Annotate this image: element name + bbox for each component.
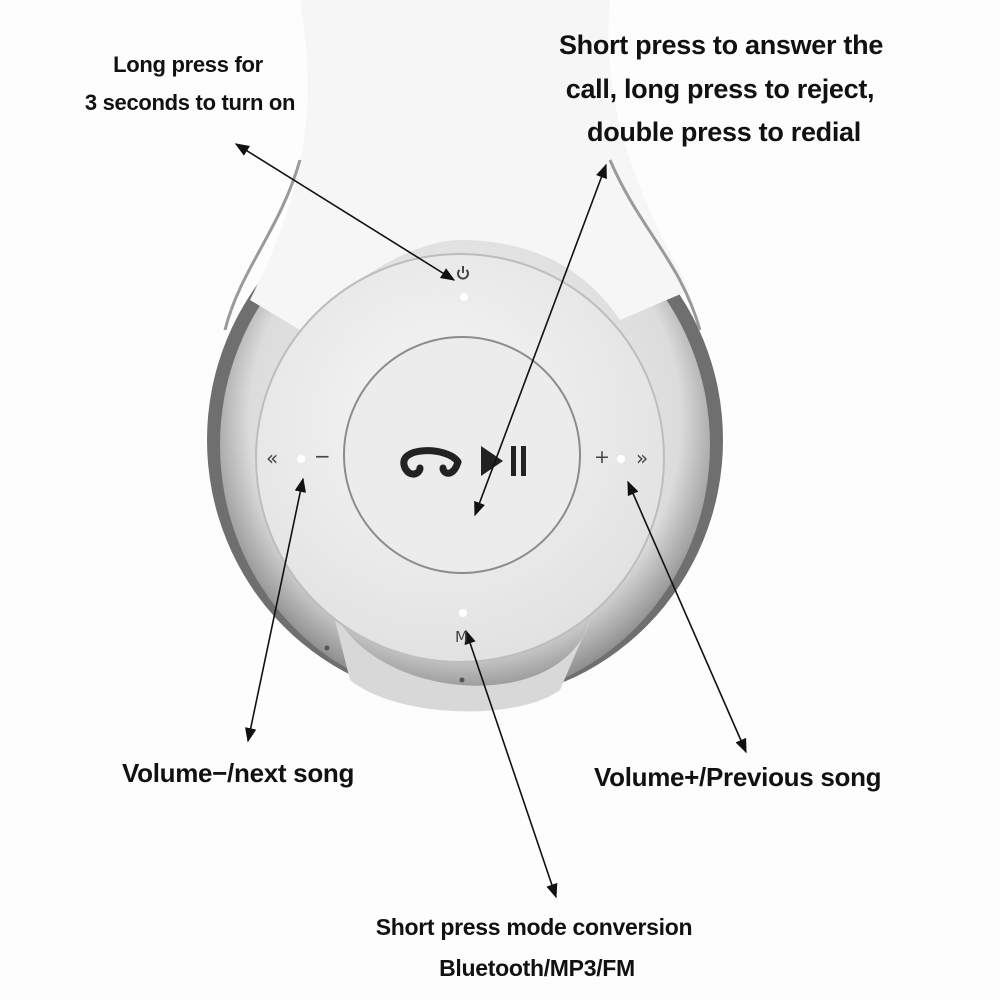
mode-label-line2: Bluetooth/MP3/FM: [439, 955, 635, 981]
call-label-line2: call, long press to reject,: [565, 74, 875, 104]
rewind-icon: «: [266, 446, 279, 470]
arrow-power: [234, 143, 456, 281]
volume-up-label: Volume+/Previous song: [594, 762, 882, 792]
call-label-line1: Short press to answer the: [558, 30, 884, 60]
mode-label-line1: Short press mode conversion: [375, 914, 693, 940]
volume-down-label: Volume−/next song: [122, 758, 355, 788]
power-label-line1: Long press for: [113, 52, 263, 77]
forward-icon: »: [636, 446, 649, 470]
power-label-line2: 3 seconds to turn on: [84, 90, 296, 115]
phone-call-icon: [400, 447, 462, 472]
arrow-volume-down: [245, 477, 306, 743]
power-icon: [457, 266, 469, 280]
plus-marking: +: [594, 446, 610, 468]
play-call-button: [343, 336, 581, 574]
call-label-line3: double press to redial: [587, 117, 861, 147]
arrow-mode: [464, 629, 558, 899]
arrow-call: [474, 163, 607, 517]
mode-marking: M: [455, 628, 468, 646]
minus-marking: −: [314, 444, 331, 468]
arrow-volume-up: [627, 480, 747, 754]
